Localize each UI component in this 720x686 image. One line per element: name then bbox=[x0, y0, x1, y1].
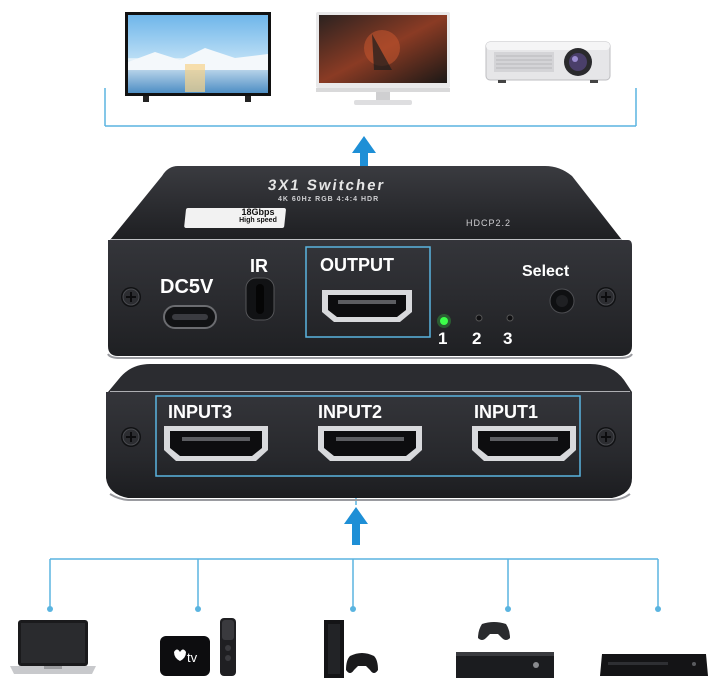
input-bracket-lines bbox=[49, 478, 659, 608]
apple-tv-icon bbox=[160, 618, 236, 676]
playstation-icon bbox=[324, 620, 378, 678]
ir-label: IR bbox=[250, 256, 268, 276]
xbox-icon bbox=[456, 622, 554, 678]
output-label: OUTPUT bbox=[320, 255, 394, 275]
hdmi-input2-port-icon bbox=[318, 426, 422, 461]
screw-icon bbox=[596, 427, 616, 447]
laptop-icon bbox=[10, 620, 96, 674]
hdmi-input3-port-icon bbox=[164, 426, 268, 461]
dc-power-port-icon bbox=[163, 305, 217, 329]
tv-icon bbox=[125, 12, 271, 102]
led-1-icon bbox=[440, 317, 448, 325]
switcher-subtitle: 4K 60Hz RGB 4:4:4 HDR bbox=[278, 196, 380, 203]
input1-label: INPUT1 bbox=[474, 402, 539, 422]
select-label: Select bbox=[522, 263, 570, 280]
screw-icon bbox=[121, 427, 141, 447]
badge-line2: High speed bbox=[239, 217, 277, 224]
output-highlight-box bbox=[305, 246, 431, 338]
led-label-2: 2 bbox=[472, 329, 482, 348]
led-label-1: 1 bbox=[438, 329, 448, 348]
speed-badge-text: 18Gbps High speed bbox=[220, 208, 296, 225]
connector-dots bbox=[47, 606, 661, 612]
input2-label: INPUT2 bbox=[318, 402, 383, 422]
led-2-icon bbox=[475, 314, 483, 322]
input3-label: INPUT3 bbox=[168, 402, 233, 422]
led-label-3: 3 bbox=[503, 329, 513, 348]
blu-ray-player-icon bbox=[600, 654, 708, 676]
ir-receiver-icon bbox=[245, 277, 275, 321]
inputs-highlight-box bbox=[155, 395, 581, 477]
projector-icon bbox=[485, 41, 611, 83]
apple-tv-label: tv bbox=[187, 650, 198, 665]
speed-badge bbox=[184, 208, 286, 228]
select-button-icon bbox=[549, 288, 575, 314]
screw-icon bbox=[121, 287, 141, 307]
hdmi-input1-port-icon bbox=[472, 426, 576, 461]
monitor-icon bbox=[316, 12, 450, 105]
hdmi-output-port-icon bbox=[322, 290, 412, 322]
dc5v-label: DC5V bbox=[160, 276, 214, 298]
output-arrow-icon bbox=[352, 136, 376, 172]
badge-line1: 18Gbps bbox=[241, 207, 275, 217]
hdcp-label: HDCP2.2 bbox=[466, 218, 512, 228]
output-bracket-lines bbox=[104, 88, 637, 127]
screw-icon bbox=[596, 287, 616, 307]
input-arrow-icon bbox=[344, 507, 368, 545]
led-3-icon bbox=[506, 314, 514, 322]
